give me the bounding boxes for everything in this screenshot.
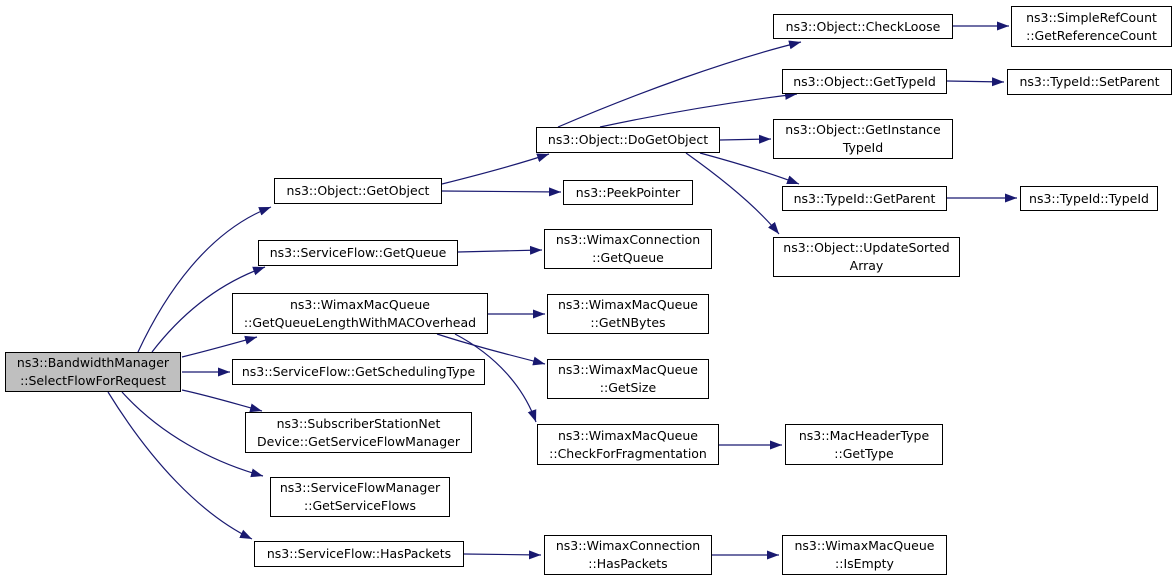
edge-root-haspackets — [107, 391, 253, 540]
node-object-getinstancetypeid[interactable]: ns3::Object::GetInstance TypeId — [773, 119, 953, 159]
node-wimaxconnection-getqueue[interactable]: ns3::WimaxConnection ::GetQueue — [544, 229, 712, 269]
edge-root-getobject — [137, 206, 272, 353]
node-wimaxmacqueue-getsize[interactable]: ns3::WimaxMacQueue ::GetSize — [547, 359, 709, 399]
node-object-checkloose[interactable]: ns3::Object::CheckLoose — [773, 14, 953, 39]
node-peekpointer[interactable]: ns3::PeekPointer — [563, 180, 693, 205]
edge-haspackets-wimaxconnection-haspackets — [463, 550, 542, 560]
edge-getobject-peekpointer — [441, 187, 562, 197]
node-typeid-setparent[interactable]: ns3::TypeId::SetParent — [1007, 69, 1172, 95]
edge-getqueue-wimaxconnection-getqueue — [457, 245, 543, 255]
node-serviceflow-haspackets[interactable]: ns3::ServiceFlow::HasPackets — [254, 541, 464, 567]
edge-dogetobject-getinstancetypeid — [719, 134, 772, 144]
edge-root-getserviceflowmanager — [181, 389, 263, 413]
edge-dogetobject-checkloose — [557, 40, 802, 128]
edge-dogetobject-getparent — [699, 152, 800, 185]
node-object-getobject[interactable]: ns3::Object::GetObject — [274, 178, 442, 204]
edge-root-serviceflow-getqueue — [151, 266, 266, 353]
node-subscriberstationnetdevice-getserviceflowmanager[interactable]: ns3::SubscriberStationNet Device::GetSer… — [245, 412, 472, 453]
node-bandwidthmanager-selectflowforrequest: ns3::BandwidthManager ::SelectFlowForReq… — [5, 352, 181, 392]
node-object-gettypeid[interactable]: ns3::Object::GetTypeId — [782, 69, 947, 94]
edge-gettypeid-setparent — [946, 77, 1005, 87]
node-wimaxmacqueue-getqueuelengthwithmacoverhead[interactable]: ns3::WimaxMacQueue ::GetQueueLengthWithM… — [232, 293, 488, 334]
edge-getqueuelength-checkforfragmentation — [454, 333, 537, 423]
edge-root-getserviceflows — [121, 391, 264, 478]
node-serviceflow-getqueue[interactable]: ns3::ServiceFlow::GetQueue — [258, 240, 458, 266]
node-simplerefcount-getreferencecount[interactable]: ns3::SimpleRefCount ::GetReferenceCount — [1011, 6, 1172, 47]
edge-dogetobject-updatesortedarray — [685, 152, 780, 235]
node-wimaxmacqueue-isempty[interactable]: ns3::WimaxMacQueue ::IsEmpty — [782, 535, 947, 575]
node-object-dogetobject[interactable]: ns3::Object::DoGetObject — [536, 127, 720, 153]
edge-root-getqueuelength — [181, 335, 258, 358]
node-macheadertype-gettype[interactable]: ns3::MacHeaderType ::GetType — [785, 424, 943, 465]
node-serviceflow-getschedulingtype[interactable]: ns3::ServiceFlow::GetSchedulingType — [232, 359, 485, 385]
node-wimaxmacqueue-checkforfragmentation[interactable]: ns3::WimaxMacQueue ::CheckForFragmentati… — [537, 424, 719, 465]
node-wimaxconnection-haspackets[interactable]: ns3::WimaxConnection ::HasPackets — [544, 535, 712, 575]
node-wimaxmacqueue-getnbytes[interactable]: ns3::WimaxMacQueue ::GetNBytes — [547, 294, 709, 334]
edge-getobject-dogetobject — [441, 153, 550, 185]
edge-dogetobject-gettypeid — [599, 90, 798, 128]
node-typeid-getparent[interactable]: ns3::TypeId::GetParent — [782, 186, 947, 211]
edge-getqueuelength-getsize — [436, 333, 546, 366]
node-serviceflowmanager-getserviceflows[interactable]: ns3::ServiceFlowManager ::GetServiceFlow… — [270, 477, 450, 517]
node-object-updatesortedarray[interactable]: ns3::Object::UpdateSorted Array — [773, 237, 960, 277]
node-typeid-typeid[interactable]: ns3::TypeId::TypeId — [1020, 186, 1158, 211]
